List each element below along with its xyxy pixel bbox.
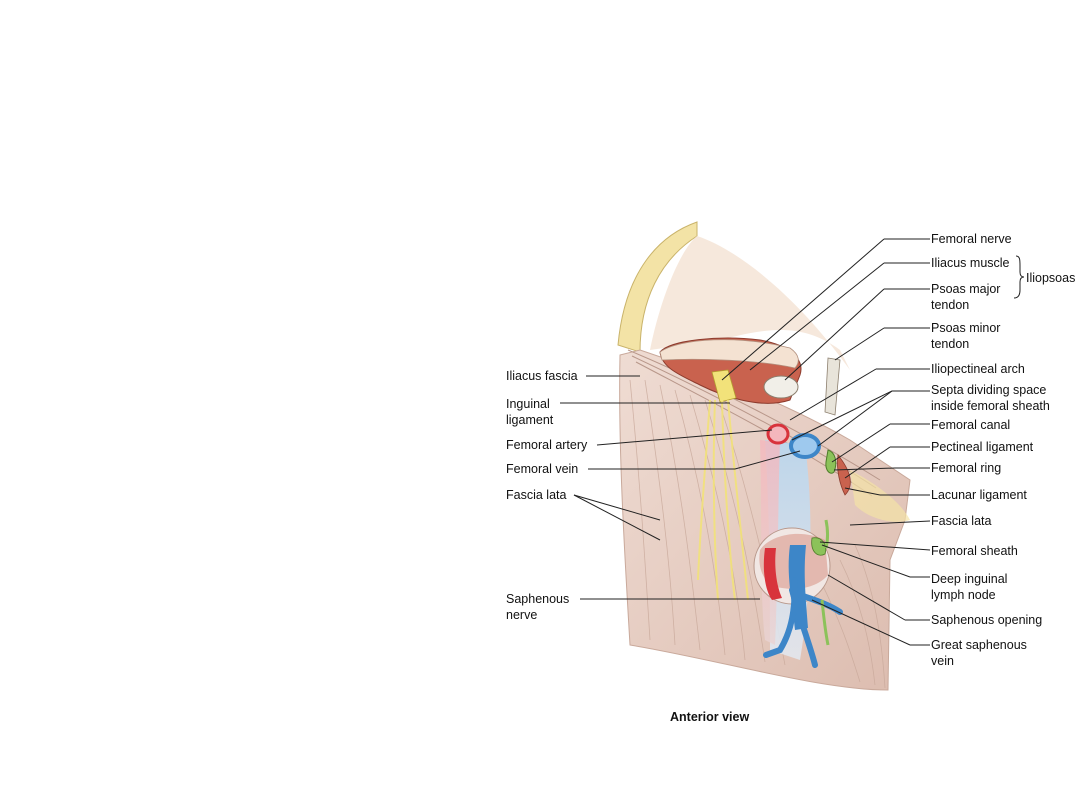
- iliac-fossa: [650, 236, 850, 370]
- label-iliopectineal-arch: Iliopectineal arch: [931, 362, 1025, 376]
- label-deep-inguinal-1: Deep inguinal: [931, 572, 1008, 586]
- pubic-region: [850, 470, 910, 522]
- label-iliacus-muscle: Iliacus muscle: [931, 256, 1010, 270]
- label-inguinal-ligament-1: Inguinal: [506, 397, 550, 411]
- label-femoral-nerve: Femoral nerve: [931, 232, 1012, 246]
- label-femoral-ring: Femoral ring: [931, 461, 1002, 475]
- label-femoral-sheath: Femoral sheath: [931, 544, 1018, 558]
- label-fascia-lata-left: Fascia lata: [506, 488, 567, 502]
- label-psoas-major-2: tendon: [931, 298, 970, 312]
- label-great-saphenous-1: Great saphenous: [931, 638, 1027, 652]
- label-femoral-vein: Femoral vein: [506, 462, 579, 476]
- iliopsoas-brace: [1013, 255, 1025, 299]
- label-septa-1: Septa dividing space: [931, 383, 1047, 397]
- femoral-artery-section: [766, 423, 790, 445]
- lacunar-ligament: [837, 454, 851, 496]
- label-femoral-artery: Femoral artery: [506, 438, 588, 452]
- label-iliopsoas: Iliopsoas: [1026, 271, 1076, 285]
- femoral-canal-node: [825, 449, 837, 474]
- label-psoas-major-1: Psoas major: [931, 282, 1001, 296]
- label-psoas-minor-1: Psoas minor: [931, 321, 1001, 335]
- label-lacunar-ligament: Lacunar ligament: [931, 488, 1027, 502]
- femoral-nerve: [711, 369, 737, 403]
- iliac-crest-bone: [617, 221, 698, 353]
- label-deep-inguinal-2: lymph node: [931, 588, 996, 602]
- label-fascia-lata-right: Fascia lata: [931, 514, 992, 528]
- label-saphenous-nerve-1: Saphenous: [506, 592, 570, 606]
- label-psoas-minor-2: tendon: [931, 337, 970, 351]
- artery-in-opening: [763, 548, 782, 600]
- lymph-vessel-upper: [824, 519, 829, 549]
- label-iliacus-fascia: Iliacus fascia: [506, 369, 578, 383]
- label-saphenous-opening: Saphenous opening: [931, 613, 1043, 627]
- label-pectineal-ligament: Pectineal ligament: [931, 440, 1034, 454]
- femoral-nerve-fibers: [697, 399, 749, 601]
- psoas-minor-tendon: [824, 357, 841, 416]
- label-great-saphenous-2: vein: [931, 654, 954, 668]
- label-inguinal-ligament-2: ligament: [506, 413, 554, 427]
- caption-anterior-view: Anterior view: [670, 710, 750, 724]
- label-saphenous-nerve-2: nerve: [506, 608, 538, 622]
- psoas-major-tendon: [763, 375, 799, 399]
- iliacus-top: [659, 339, 799, 369]
- leader-lines: [560, 238, 1025, 646]
- label-septa-2: inside femoral sheath: [931, 399, 1050, 413]
- label-femoral-canal: Femoral canal: [931, 418, 1011, 432]
